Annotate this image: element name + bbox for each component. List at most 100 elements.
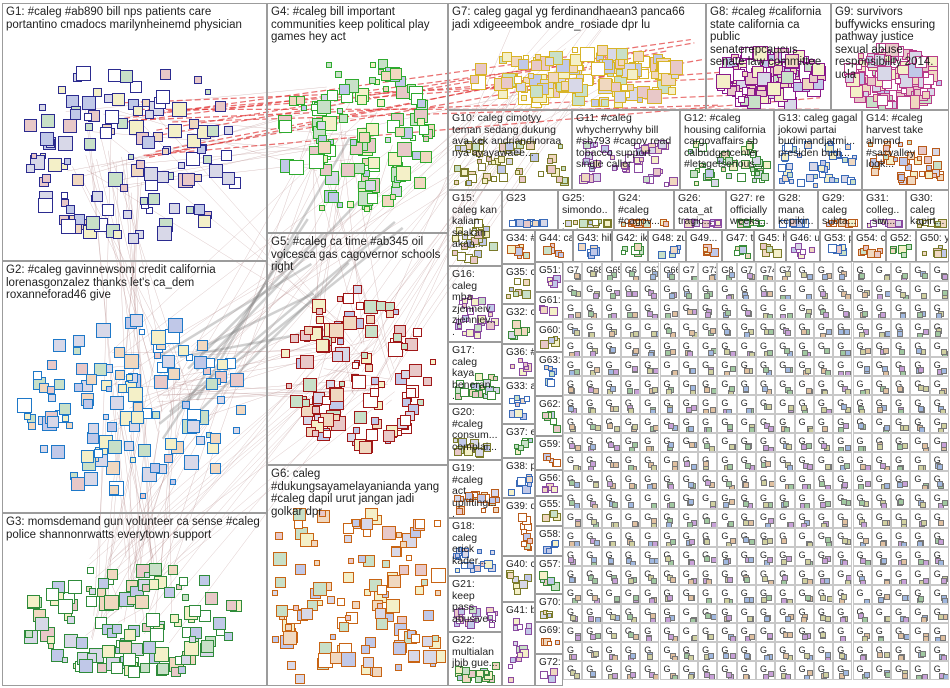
node: [549, 307, 558, 316]
group-label: G33: asse... #sb1...: [506, 381, 531, 392]
node: [415, 564, 427, 576]
mini-group: G: [853, 490, 872, 509]
mini-group: G: [717, 357, 736, 376]
node: [72, 174, 84, 186]
mini-group: G: [563, 338, 582, 357]
node: [457, 252, 466, 261]
node: [664, 182, 669, 187]
node: [688, 655, 694, 661]
mini-group: G: [679, 661, 698, 680]
node: [595, 633, 601, 639]
node: [827, 596, 833, 602]
node: [365, 364, 373, 372]
node: [142, 584, 150, 592]
mini-group: G: [640, 642, 659, 661]
node: [650, 613, 656, 619]
node: [923, 578, 929, 584]
mini-group-label: G: [779, 284, 790, 295]
mini-group: G: [660, 547, 679, 566]
node: [823, 312, 829, 318]
mini-group: G: [679, 300, 698, 319]
node: [610, 386, 616, 392]
node: [822, 274, 828, 280]
node: [393, 333, 402, 342]
node: [224, 632, 233, 641]
mini-group: G: [853, 357, 872, 376]
node: [761, 173, 769, 181]
node: [339, 114, 348, 123]
node: [157, 663, 169, 675]
node: [120, 70, 133, 83]
node: [395, 127, 405, 137]
mini-group: G: [621, 281, 640, 300]
node: [716, 74, 731, 89]
node: [825, 370, 831, 376]
mini-group: G: [795, 452, 814, 471]
group-label: G16: caleg mba zjenneiv zjenniev...: [452, 269, 498, 338]
node: [706, 579, 712, 585]
node: [821, 407, 827, 413]
group-panel-g5: G5: #caleg ca time #ab345 oil voicesca g…: [267, 233, 448, 465]
mini-group-label: G: [721, 398, 732, 409]
node: [725, 310, 731, 316]
node: [666, 522, 672, 528]
mini-group: G: [621, 642, 640, 661]
mini-group: G: [910, 585, 929, 604]
node: [819, 481, 825, 487]
node: [900, 292, 906, 298]
node: [431, 568, 446, 583]
group-panel-g12: G12: #caleg housing california cargovaff…: [680, 110, 774, 190]
node: [574, 330, 580, 336]
node: [860, 558, 866, 564]
group-panel-g30: G30: caleg kapirt...: [906, 190, 949, 230]
mini-group: G: [910, 452, 929, 471]
node: [347, 201, 354, 208]
node: [874, 251, 881, 258]
mini-group: G: [775, 357, 794, 376]
node: [528, 73, 534, 79]
node: [162, 148, 169, 155]
mini-group: G: [930, 262, 949, 281]
node: [153, 132, 163, 142]
mini-group: G: [717, 585, 736, 604]
mini-group: G: [910, 490, 929, 509]
node: [616, 69, 623, 76]
node: [788, 405, 794, 411]
node: [938, 520, 944, 526]
mini-group: G: [660, 585, 679, 604]
node: [825, 537, 831, 543]
mini-group: G: [737, 414, 756, 433]
node: [789, 179, 794, 184]
node: [42, 174, 51, 183]
group-panel-g9: G9: survivors buffywicks ensuring pathwa…: [831, 3, 949, 110]
mini-group: G8: [717, 262, 736, 281]
node: [694, 181, 699, 186]
group-panel-g56: G56: cal...: [535, 470, 563, 496]
mini-group: G: [775, 661, 794, 680]
node: [215, 101, 226, 112]
node: [745, 253, 751, 259]
mini-group: G: [853, 509, 872, 528]
node: [632, 291, 638, 297]
node: [804, 653, 810, 659]
mini-group: G: [756, 414, 775, 433]
node: [209, 164, 223, 178]
mini-group: G: [795, 528, 814, 547]
group-panel-g2: G2: #caleg gavinnewsom credit california…: [2, 261, 267, 513]
node: [543, 246, 552, 255]
node: [821, 443, 827, 449]
node: [916, 675, 922, 680]
mini-group: G: [833, 300, 852, 319]
node: [743, 501, 749, 507]
node: [272, 636, 279, 643]
mini-group: G: [717, 509, 736, 528]
node: [17, 398, 32, 413]
node: [738, 96, 745, 103]
node: [217, 396, 225, 404]
node: [370, 388, 379, 397]
group-panel-g21: G21: keep pass abusive...: [448, 576, 502, 632]
node: [545, 57, 554, 66]
node: [590, 424, 596, 430]
node: [546, 456, 551, 461]
node: [786, 556, 792, 562]
